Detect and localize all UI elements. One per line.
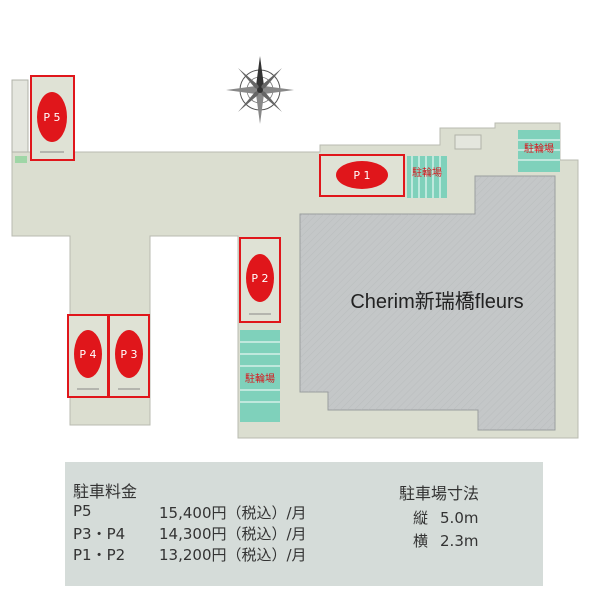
bike-parking-area-1 bbox=[407, 156, 447, 198]
parking-label-p1: P 1 bbox=[353, 169, 370, 182]
compass-rose-icon bbox=[226, 56, 294, 124]
parking-label-p2: P 2 bbox=[251, 272, 268, 285]
parking-spot-p5 bbox=[30, 75, 75, 161]
dimension-title: 駐車場寸法 bbox=[399, 484, 480, 503]
fee-code: P1・P2 bbox=[73, 546, 126, 564]
info-panel: 駐車料金 P5 15,400円（税込）/月 P3・P4 14,300円（税込）/… bbox=[65, 462, 543, 586]
bike-parking-label-1: 駐輪場 bbox=[412, 166, 442, 179]
parking-label-p4: P 4 bbox=[79, 348, 96, 361]
dimension-value: 2.3m bbox=[440, 532, 479, 550]
bike-parking-label-3: 駐輪場 bbox=[245, 372, 275, 385]
parking-label-p3: P 3 bbox=[120, 348, 137, 361]
fee-title: 駐車料金 bbox=[73, 482, 138, 501]
dimension-label: 横 bbox=[413, 532, 429, 550]
fee-code: P3・P4 bbox=[73, 525, 126, 543]
side-structure-left bbox=[11, 79, 29, 153]
small-green-marker bbox=[15, 156, 27, 163]
fee-price: 14,300円（税込）/月 bbox=[159, 525, 307, 543]
building bbox=[299, 175, 556, 431]
parking-spot-p1 bbox=[319, 154, 405, 197]
dimension-label: 縦 bbox=[413, 509, 429, 527]
side-structure-right bbox=[454, 134, 482, 150]
fee-price: 15,400円（税込）/月 bbox=[159, 504, 307, 522]
parking-spot-p2 bbox=[239, 237, 281, 323]
parking-label-p5: P 5 bbox=[43, 111, 60, 124]
parking-spot-p4 bbox=[67, 314, 109, 398]
building-name: Cherim新瑞橋fleurs bbox=[350, 290, 523, 313]
dimension-row: 横 2.3m bbox=[413, 530, 478, 551]
site-map: Cherim新瑞橋fleurs 駐輪場 駐輪場 駐輪場 P 5 bbox=[11, 56, 579, 439]
dimension-row: 縦 5.0m bbox=[413, 507, 478, 528]
bike-parking-label-2: 駐輪場 bbox=[524, 142, 554, 155]
dimension-value: 5.0m bbox=[440, 509, 479, 527]
fee-code: P5 bbox=[73, 502, 92, 520]
parking-spot-p3 bbox=[108, 314, 150, 398]
bike-parking-area-3 bbox=[240, 330, 280, 422]
bike-parking-area-2 bbox=[518, 130, 560, 172]
fee-price: 13,200円（税込）/月 bbox=[159, 546, 307, 564]
